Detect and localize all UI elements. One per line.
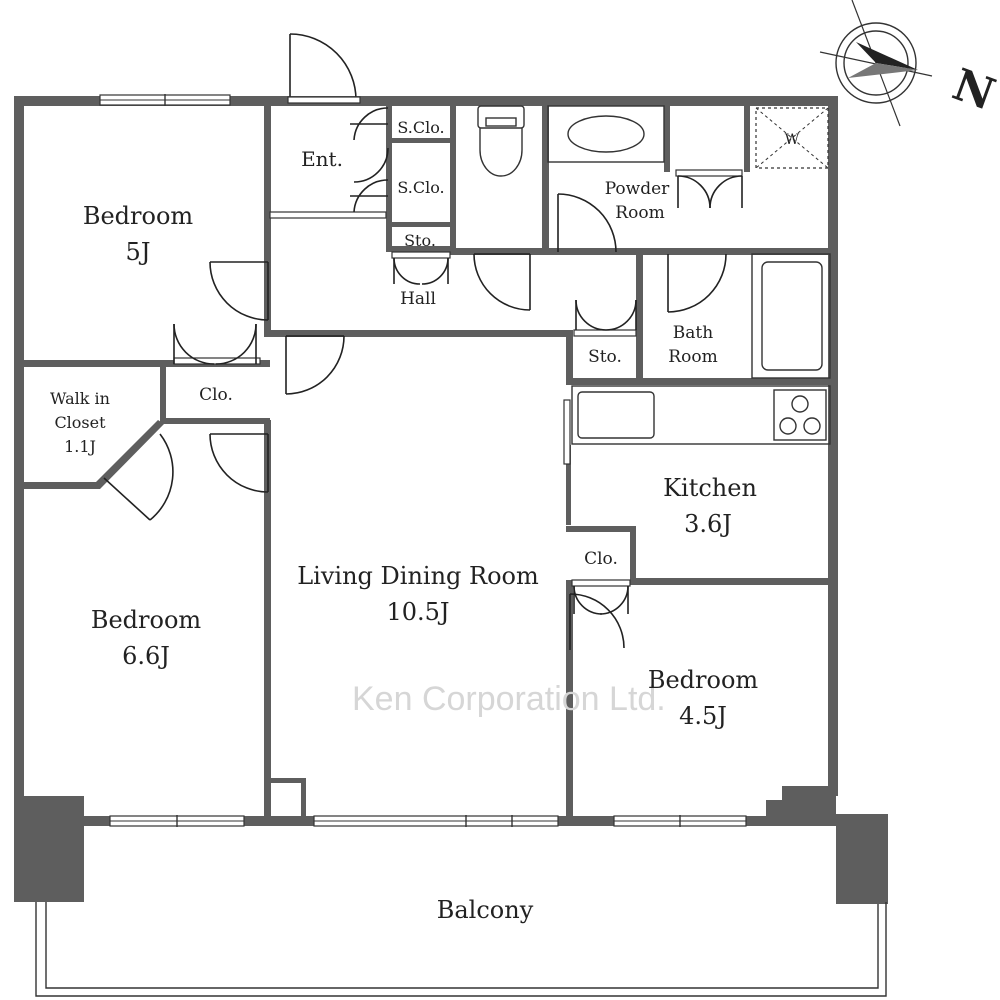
bedroom-se-size: 4.5J <box>679 702 727 730</box>
bath-room-line2: Room <box>668 347 717 367</box>
fixtures <box>477 105 831 445</box>
hall-label: Hall <box>400 289 436 309</box>
closet-east-label: Clo. <box>584 549 618 569</box>
watermark: Ken Corporation Ltd. <box>352 680 666 718</box>
powder-room-line1: Powder <box>605 179 670 199</box>
kitchen-name: Kitchen <box>663 474 757 502</box>
living-dining-name: Living Dining Room <box>297 562 539 590</box>
entrance-label: Ent. <box>301 147 343 171</box>
bedroom-nw-size: 5J <box>126 238 151 266</box>
bedroom-sw-name: Bedroom <box>91 606 202 634</box>
bath-room-line1: Bath <box>673 323 713 343</box>
doors <box>103 33 743 650</box>
balcony-label: Balcony <box>437 896 534 924</box>
hall-storage-label: Sto. <box>404 231 436 250</box>
bedroom-se-name: Bedroom <box>648 666 759 694</box>
kitchen-counter <box>571 385 831 445</box>
sink-icon <box>547 105 665 163</box>
kitchen-size: 3.6J <box>684 510 732 538</box>
balcony-railing <box>35 902 887 997</box>
compass-icon <box>819 0 933 127</box>
living-dining-size: 10.5J <box>386 598 449 626</box>
storage-label: Sto. <box>588 347 622 367</box>
bedroom-sw-size: 6.6J <box>122 642 170 670</box>
room-labels: Bedroom 5J Ent. S.Clo. S.Clo. Sto. Hall … <box>50 118 800 924</box>
interior-walls <box>14 100 888 904</box>
shoe-closet-1-label: S.Clo. <box>397 118 444 137</box>
walk-in-closet-line2: Closet <box>54 413 106 432</box>
toilet-icon <box>477 105 525 177</box>
bedroom-nw-name: Bedroom <box>83 202 194 230</box>
windows <box>99 94 747 827</box>
walk-in-closet-size: 1.1J <box>64 437 96 456</box>
washer-label: W <box>785 132 800 148</box>
powder-room-line2: Room <box>615 203 664 223</box>
closet-west-label: Clo. <box>199 385 233 405</box>
north-label: N <box>946 59 1000 121</box>
walk-in-closet-line1: Walk in <box>50 389 110 408</box>
washer-icon <box>755 107 829 169</box>
shoe-closet-2-label: S.Clo. <box>397 178 444 197</box>
bathtub-icon <box>751 253 831 379</box>
